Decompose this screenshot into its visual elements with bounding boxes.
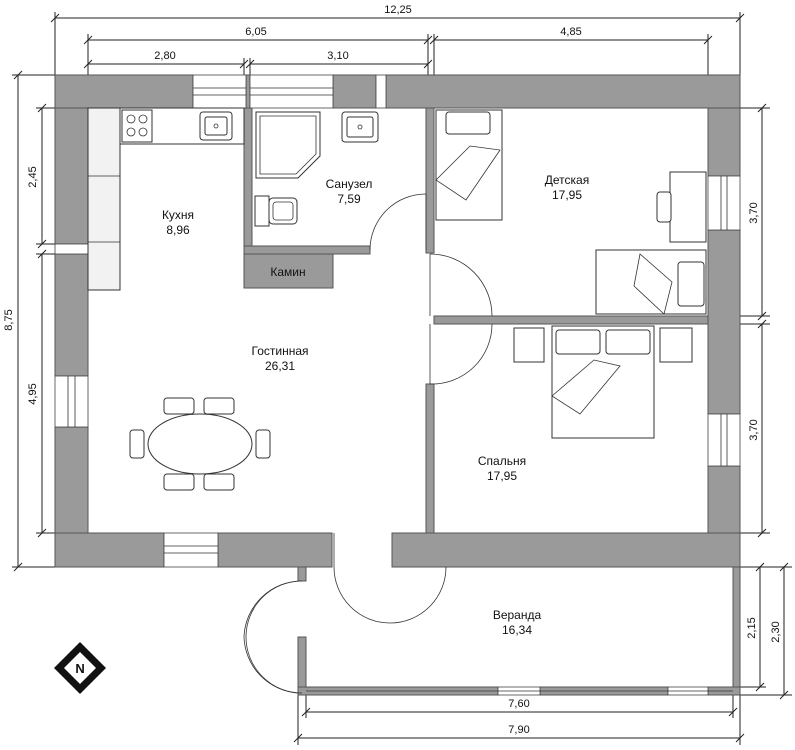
living-area: 26,31 — [265, 359, 295, 373]
bathroom-furniture — [254, 111, 379, 227]
nursery-furniture — [435, 109, 707, 315]
kitchen-area: 8,96 — [166, 223, 190, 237]
dimension-lines — [12, 12, 792, 745]
dim-bath-width: 3,10 — [327, 50, 348, 62]
windows — [54, 74, 741, 696]
living-name: Гостинная — [252, 344, 309, 358]
bedroom-name: Спальня — [478, 454, 526, 468]
dim-veranda-inner-width: 7,60 — [508, 698, 529, 710]
dim-living-height: 4,95 — [27, 383, 39, 404]
dim-total-height: 8,75 — [3, 309, 15, 330]
dim-left-block: 6,05 — [245, 26, 266, 38]
dim-veranda-outer-width: 7,90 — [508, 724, 529, 736]
kitchen-furniture — [87, 107, 245, 291]
dim-total-width: 12,25 — [384, 4, 412, 16]
dim-kitchen-width: 2,80 — [154, 50, 175, 62]
dim-right-block: 4,85 — [560, 26, 581, 38]
veranda-area: 16,34 — [502, 623, 532, 637]
fireplace-name: Камин — [270, 265, 305, 279]
room-labels: Кухня 8,96 Санузел 7,59 Камин Детская 17… — [162, 173, 589, 637]
doors — [243, 193, 493, 694]
compass-label: N — [75, 661, 84, 676]
dining-set — [129, 397, 271, 491]
dim-veranda-inner-height: 2,15 — [746, 617, 758, 638]
nursery-area: 17,95 — [552, 188, 582, 202]
bathroom-name: Санузел — [326, 177, 373, 191]
veranda-name: Веранда — [493, 608, 542, 622]
bathroom-area: 7,59 — [337, 192, 361, 206]
compass: N — [54, 642, 106, 694]
dim-bedroom-height: 3,70 — [748, 419, 760, 440]
bedroom-furniture — [513, 325, 693, 439]
kitchen-name: Кухня — [162, 208, 194, 222]
dim-veranda-outer-height: 2,30 — [770, 621, 782, 642]
bedroom-area: 17,95 — [487, 469, 517, 483]
dim-kitchen-height: 2,45 — [27, 166, 39, 187]
dim-nursery-height: 3,70 — [748, 202, 760, 223]
nursery-name: Детская — [545, 173, 589, 187]
